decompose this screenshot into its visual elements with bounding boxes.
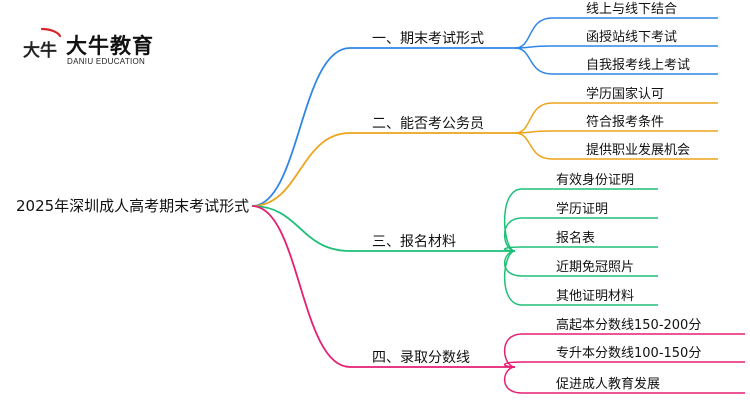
branch-topic: 一、期末考试形式 xyxy=(372,31,484,47)
leaf-topic: 学历证明 xyxy=(556,201,608,217)
leaf-connector xyxy=(514,102,718,134)
leaf-connector xyxy=(504,217,658,252)
brand-logo: 大牛 大牛教育 DANIU EDUCATION xyxy=(20,26,180,74)
leaf-topic: 近期免冠照片 xyxy=(556,260,634,275)
leaf-topic: 自我报考线上考试 xyxy=(586,58,690,73)
leaf-topic: 提供职业发展机会 xyxy=(586,142,690,158)
branch-topic: 三、报名材料 xyxy=(372,234,456,250)
branch-connector xyxy=(251,205,515,252)
leaf-connector xyxy=(514,132,718,160)
branch-connector xyxy=(251,47,515,207)
leaf-connector xyxy=(514,17,718,49)
leaf-topic: 高起本分数线150-200分 xyxy=(556,317,701,333)
leaf-connector xyxy=(503,188,658,252)
leaf-connector xyxy=(514,47,718,75)
root-topic: 2025年深圳成人高考期末考试形式 xyxy=(16,197,249,215)
leaf-topic: 符合报考条件 xyxy=(586,114,664,130)
leaf-connector xyxy=(503,246,658,252)
leaf-topic: 学历国家认可 xyxy=(586,86,664,102)
leaf-topic: 促进成人教育发展 xyxy=(556,376,660,392)
branch-topic: 四、录取分数线 xyxy=(372,350,470,366)
mindmap-edges xyxy=(251,17,745,394)
brand-mark-text: 大牛 xyxy=(23,40,57,61)
mindmap-labels: 2025年深圳成人高考期末考试形式 一、期末考试形式 线上与线下结合函授站线下考试自… xyxy=(16,2,701,392)
branch-connector xyxy=(251,132,515,207)
leaf-topic: 其他证明材料 xyxy=(556,289,634,304)
leaf-topic: 函授站线下考试 xyxy=(586,30,677,45)
brand-subtitle: DANIU EDUCATION xyxy=(67,57,146,66)
leaf-topic: 报名表 xyxy=(556,230,595,246)
leaf-topic: 有效身份证明 xyxy=(556,172,634,188)
leaf-connector xyxy=(504,333,745,368)
leaf-connector xyxy=(503,366,745,394)
leaf-topic: 线上与线下结合 xyxy=(586,2,677,17)
leaf-connector xyxy=(514,130,718,134)
branch-connector xyxy=(251,205,515,368)
leaf-connector xyxy=(503,250,658,306)
brand-mark-icon: 大牛 xyxy=(23,27,62,61)
leaf-connector xyxy=(514,45,718,49)
leaf-topic: 专升本分数线100-150分 xyxy=(556,346,701,361)
branch-topic: 二、能否考公务员 xyxy=(372,116,484,132)
leaf-connector xyxy=(503,361,745,368)
brand-name: 大牛教育 xyxy=(66,34,154,58)
